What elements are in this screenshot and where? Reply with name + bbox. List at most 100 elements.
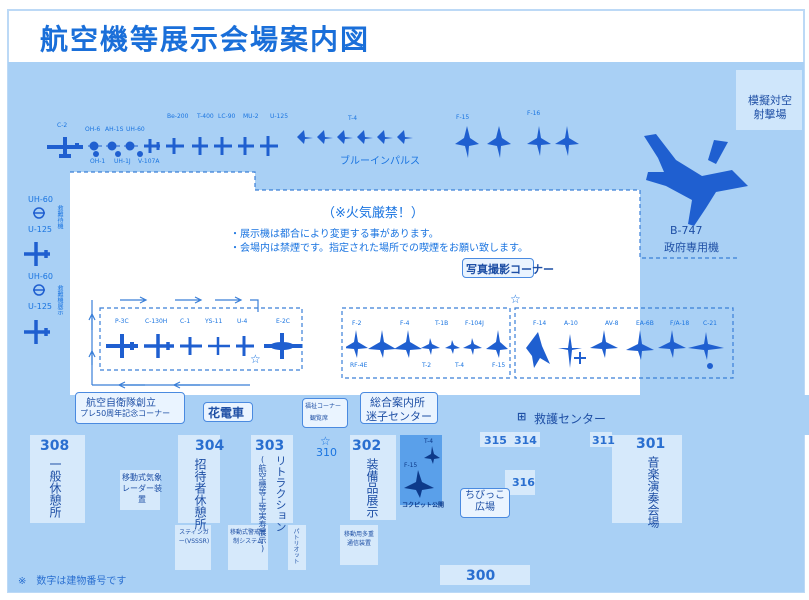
building-308-label: 一般休憩所: [48, 458, 62, 518]
info-center-line-1: 総合案内所: [370, 396, 425, 409]
aircraft-label: T-1B: [435, 320, 449, 327]
rescue-center-label: 救護センター: [534, 412, 607, 426]
cockpit-t4-label: T-4: [424, 438, 434, 445]
kids-area-label: ちびっこ広場: [465, 490, 505, 513]
aircraft-label: F-2: [352, 320, 362, 327]
helicopter-icon: [33, 207, 45, 219]
aircraft-label: F-104J: [465, 320, 484, 327]
aircraft-label: AV-8: [605, 320, 619, 327]
aircraft-label: YS-11: [205, 318, 223, 325]
cockpit-label: コクピット公開: [402, 502, 445, 509]
plane-c2-icon: [47, 137, 83, 158]
anniversary-corner-box: [75, 392, 185, 424]
aircraft-label: LC-90: [218, 113, 236, 120]
aircraft-label: T-400: [197, 113, 214, 120]
plane-u125-icon: [24, 320, 50, 344]
aircraft-label: U-125: [28, 225, 53, 234]
welfare-line-1: 福祉コーナー: [305, 403, 342, 410]
photo-corner-box: [462, 258, 534, 278]
stinger-label: スティンガー(VSSSR): [178, 529, 210, 545]
helicopter-row-icon: [88, 138, 184, 154]
map-title: 航空機等展示会場案内図: [40, 23, 371, 56]
building-303-label: リトラクション: [274, 455, 287, 532]
building-300-number: 300: [466, 568, 496, 584]
aircraft-label: P-3C: [115, 318, 129, 325]
kids-area-box: [460, 488, 510, 518]
rescue-standby-label: 救難待機: [56, 205, 63, 229]
aircraft-label: C-21: [703, 320, 717, 327]
building-308-number: 308: [40, 438, 70, 454]
f16-planes-icon: [527, 126, 579, 156]
footnote: ※ 数字は建物番号です: [18, 576, 127, 587]
aircraft-label: A-10: [564, 320, 578, 327]
aircraft-label: V-107A: [138, 158, 160, 165]
aircraft-label: T-2: [422, 362, 432, 369]
hanadensha-label: 花電車: [208, 406, 245, 420]
building-315-number: 315: [484, 434, 507, 447]
aircraft-label: UH-1J: [114, 158, 131, 165]
building-314-number: 314: [514, 434, 537, 447]
building-316-number: 316: [512, 476, 535, 489]
aircraft-label: U-4: [237, 318, 248, 325]
hanadensha-box: [203, 402, 253, 422]
aircraft-label: OH-6: [85, 126, 101, 133]
aircraft-label: OH-1: [90, 158, 106, 165]
welfare-box: [302, 398, 348, 428]
antiair-range-label: 模擬対空射撃場: [748, 94, 792, 121]
aircraft-label: T-4: [455, 362, 465, 369]
cockpit-planes-icon: [404, 446, 440, 498]
cockpit-f15-label: F-15: [404, 462, 418, 469]
rescue-cross-icon: ⊞: [517, 410, 527, 423]
mobile-comm-label: 移動用多重通信装置: [343, 531, 374, 547]
blue-impulse-label: ブルーインパルス: [340, 156, 420, 167]
aircraft-label: U-125: [28, 302, 53, 311]
fighter-planes-icon: [346, 330, 508, 358]
building-302-number: 302: [352, 438, 382, 454]
notice-line-2: ・会場内は禁煙です。指定された場所での喫煙をお願い致します。: [230, 243, 528, 254]
building-302-label: 装備品展示: [365, 458, 379, 518]
weather-radar-label: 移動式気象レーダー装置: [122, 473, 162, 504]
b747-icon: [644, 134, 748, 226]
aircraft-label: UH-60: [126, 126, 145, 133]
building-303-number: 303: [255, 438, 285, 454]
aircraft-label: F-15: [492, 362, 506, 369]
aircraft-label: F-14: [533, 320, 547, 327]
aircraft-label: Be-200: [167, 113, 189, 120]
star-icon: ☆: [250, 352, 261, 366]
aircraft-label: T-4: [348, 115, 358, 122]
photo-corner-label: 写真撮影コーナー: [466, 263, 554, 276]
anniversary-line-2: プレ50周年記念コーナー: [80, 409, 171, 418]
anniversary-line-1: 航空自衛隊創立: [86, 398, 156, 409]
foreign-planes-icon: [526, 330, 724, 369]
aircraft-label: MU-2: [243, 113, 259, 120]
helicopter-icon: [33, 284, 45, 296]
aircraft-label: AH-1S: [105, 126, 124, 133]
transport-planes-icon: [106, 333, 302, 359]
aircraft-label: F-15: [456, 114, 470, 121]
aircraft-label: C-1: [180, 318, 191, 325]
f15-planes-icon: [455, 126, 511, 158]
aircraft-label: F-16: [527, 110, 541, 117]
b747-model: B-747: [670, 224, 703, 237]
notice-line-1: ・展示機は都合により変更する事があります。: [230, 229, 439, 240]
patriot-label: パトリオット: [292, 528, 299, 564]
helicopter-lower-icon: [93, 151, 143, 157]
aircraft-label: C-2: [57, 122, 68, 129]
info-center-line-2: 迷子センター: [366, 410, 432, 423]
building-304-number: 304: [195, 438, 225, 454]
building-310-number: 310: [316, 446, 337, 459]
aircraft-label: UH-60: [28, 272, 53, 281]
aircraft-label: F-4: [400, 320, 410, 327]
building-311-number: 311: [592, 434, 615, 447]
aircraft-label: RF-4E: [350, 362, 368, 369]
building-304-label: 招待者休憩所: [193, 458, 207, 530]
building-301-label: 音楽演奏会場: [646, 456, 660, 528]
b747-label: 政府専用機: [664, 241, 719, 254]
plane-u125-icon: [24, 242, 50, 266]
aircraft-label: F/A-18: [670, 320, 690, 327]
info-center-box: [360, 392, 438, 424]
welfare-line-2: 観覧席: [310, 415, 329, 422]
liaison-planes-icon: [192, 136, 278, 156]
